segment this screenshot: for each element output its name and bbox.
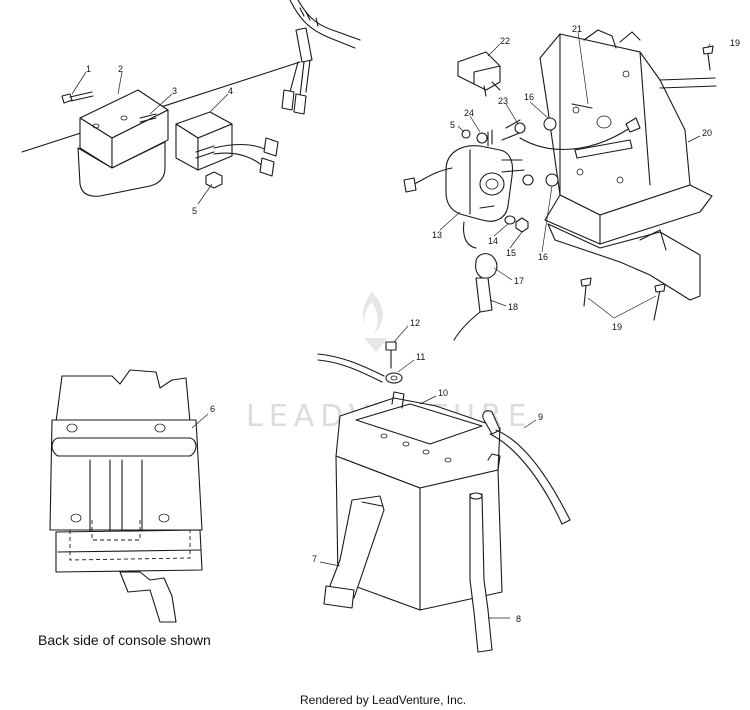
callout-12: 12 xyxy=(410,318,420,328)
console-assembly: Back side of console shown xyxy=(38,369,211,648)
callout-13: 13 xyxy=(432,230,442,240)
callout-24: 24 xyxy=(464,108,474,118)
callout-3: 3 xyxy=(172,86,177,96)
callout-6: 6 xyxy=(210,404,215,414)
callout-7: 7 xyxy=(312,554,317,564)
callout-18: 18 xyxy=(508,302,518,312)
callout-22: 22 xyxy=(500,36,510,46)
callout-9: 9 xyxy=(538,412,543,422)
callout-19a: 19 xyxy=(730,38,740,48)
callout-2: 2 xyxy=(118,64,123,74)
battery-assembly xyxy=(317,341,571,653)
callout-19b: 19 xyxy=(612,322,622,332)
callout-23: 23 xyxy=(498,96,508,106)
callout-20: 20 xyxy=(702,128,712,138)
callout-11: 11 xyxy=(416,352,425,362)
callout-14: 14 xyxy=(488,236,498,246)
callout-5a: 5 xyxy=(192,206,197,216)
top-right-assembly xyxy=(403,29,717,341)
callout-21: 21 xyxy=(572,24,582,34)
callout-15: 15 xyxy=(506,248,516,258)
top-left-assembly xyxy=(21,0,361,197)
flame-logo-icon xyxy=(363,292,383,334)
callout-8: 8 xyxy=(516,614,521,624)
caption-text: Back side of console shown xyxy=(38,632,211,648)
callouts: 1 2 3 4 5 5 6 7 8 9 10 11 12 13 14 15 16 xyxy=(71,24,740,624)
callout-4: 4 xyxy=(228,86,233,96)
callout-17: 17 xyxy=(514,276,524,286)
footer-text: Rendered by LeadVenture, Inc. xyxy=(300,693,466,707)
callout-16a: 16 xyxy=(524,92,534,102)
callout-10: 10 xyxy=(438,388,448,398)
callout-5b: 5 xyxy=(450,120,455,130)
callout-1: 1 xyxy=(86,64,91,74)
callout-16b: 16 xyxy=(538,252,548,262)
